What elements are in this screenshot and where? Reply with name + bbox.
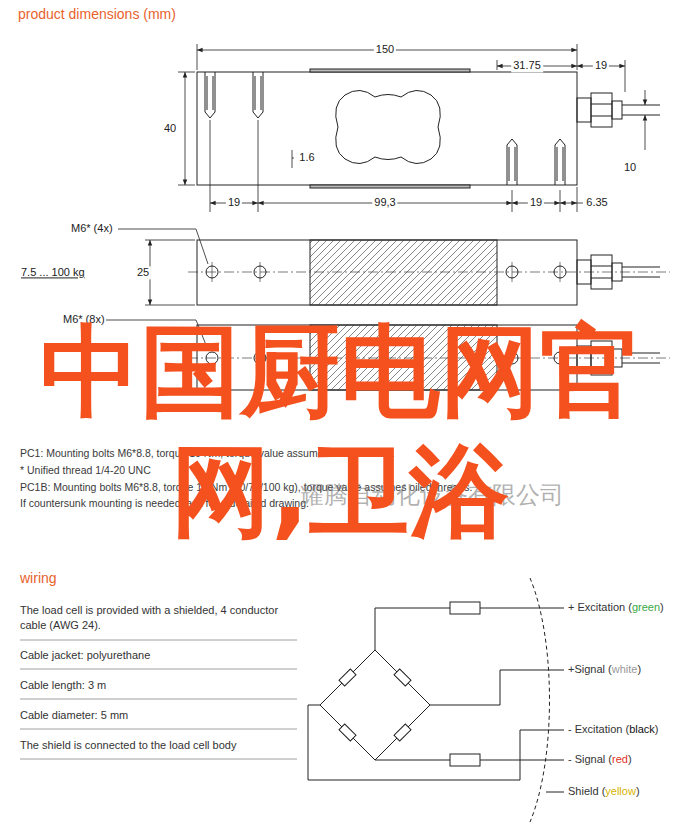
signal-text: ) xyxy=(655,723,659,735)
bridge-circuit-part xyxy=(394,724,411,741)
plan-view-part xyxy=(118,229,208,264)
table-rules-part xyxy=(20,640,297,759)
side-view-part xyxy=(507,139,517,185)
dimension-lines-part xyxy=(560,203,577,204)
section-heading: wiring xyxy=(20,570,57,587)
dimension: 19 xyxy=(528,196,544,209)
plan-view-part xyxy=(310,240,497,305)
plan-view-part xyxy=(591,255,612,289)
thread-callout: M6* (4x) xyxy=(70,222,114,235)
dimension-lines-part xyxy=(645,115,646,132)
side-view-part xyxy=(612,101,622,119)
plan-view-part xyxy=(591,266,612,278)
bridge-circuit-part xyxy=(339,724,356,741)
plan-view-part xyxy=(197,240,577,305)
signal-text: ) xyxy=(636,785,640,797)
side-view-part xyxy=(310,69,470,72)
wire-colour: black xyxy=(629,723,655,735)
bridge-circuit xyxy=(308,578,564,822)
table-cell: The load cell is provided with a shielde… xyxy=(20,603,298,633)
side-view-part xyxy=(555,139,565,185)
plan-view-part xyxy=(145,240,195,305)
side-view-part xyxy=(591,104,612,116)
dimension: 150 xyxy=(374,43,396,56)
capacity-range: 7.5 ... 100 kg xyxy=(20,266,86,279)
dimension-lines-part xyxy=(645,132,646,150)
dimension-lines-part xyxy=(178,72,195,185)
bridge-circuit-part xyxy=(308,705,564,780)
signal-text: Shield ( xyxy=(568,785,605,797)
table-cell: Cable jacket: polyurethane xyxy=(20,648,298,663)
dimension-lines-part xyxy=(210,120,577,212)
side-view-part xyxy=(310,185,470,188)
wire-colour: white xyxy=(612,663,638,675)
dimension: 19 xyxy=(226,196,242,209)
dimension-lines-part xyxy=(645,90,646,105)
signal-name: + Excitation (green) xyxy=(568,601,664,614)
dimension: 6.35 xyxy=(584,196,609,209)
wire-colour: yellow xyxy=(605,785,636,797)
side-view-part xyxy=(253,72,263,118)
side-view xyxy=(197,69,660,188)
bridge-circuit-part xyxy=(394,669,411,686)
signal-text: + Excitation ( xyxy=(568,601,632,613)
signal-text: +Signal ( xyxy=(568,663,612,675)
note-line: * Unified thread 1/4-20 UNC xyxy=(20,464,151,477)
side-view-part xyxy=(205,72,215,118)
side-view-part xyxy=(622,105,660,115)
page-title: product dimensions (mm) xyxy=(18,6,176,23)
bridge-circuit-part xyxy=(546,792,564,793)
signal-text: ) xyxy=(637,663,641,675)
signal-text: ) xyxy=(628,753,632,765)
dimension: 1.6 xyxy=(297,151,316,164)
signal-name: - Excitation (black) xyxy=(568,723,659,736)
side-view-part xyxy=(591,93,612,127)
bridge-circuit-part xyxy=(339,669,356,686)
plan-view-part xyxy=(212,262,560,282)
bridge-circuit-part xyxy=(430,670,564,705)
side-view-part xyxy=(197,72,577,185)
signal-text: - Excitation ( xyxy=(568,723,629,735)
plan-view-part xyxy=(577,260,591,284)
signal-text: - Signal ( xyxy=(568,753,612,765)
watermark: 中国厨电网官网,卫浴 xyxy=(15,312,665,552)
signal-name: Shield (yellow) xyxy=(568,785,640,798)
signal-name: +Signal (white) xyxy=(568,663,641,676)
dimension: 25 xyxy=(135,266,151,279)
table-cell: The shield is connected to the load cell… xyxy=(20,738,298,753)
dimension: 10 xyxy=(622,161,638,174)
side-view-part xyxy=(336,90,441,163)
dimension-lines-part xyxy=(185,72,186,185)
dimension: 31.75 xyxy=(511,59,543,72)
bridge-circuit-part xyxy=(450,754,480,766)
dimension: 99,3 xyxy=(372,196,397,209)
signal-text: ) xyxy=(660,601,664,613)
wire-colour: green xyxy=(632,601,660,613)
wire-colour: red xyxy=(612,753,628,765)
plan-view-part xyxy=(612,263,622,281)
bridge-circuit-part xyxy=(320,650,430,760)
dimension-lines-part xyxy=(292,150,294,168)
side-view-part xyxy=(577,98,591,122)
bridge-circuit-part xyxy=(450,602,480,614)
dimension-lines xyxy=(178,44,645,212)
dimension-lines-part xyxy=(497,60,625,92)
plan-view-part xyxy=(622,267,660,277)
table-cell: Cable length: 3 m xyxy=(20,678,298,693)
dimension: 40 xyxy=(162,122,178,135)
dimension-lines-part xyxy=(577,203,583,204)
signal-name: - Signal (red) xyxy=(568,753,632,766)
table-cell: Cable diameter: 5 mm xyxy=(20,708,298,723)
table-rules xyxy=(20,640,297,759)
dimension: 19 xyxy=(593,59,609,72)
bridge-circuit-part xyxy=(530,578,550,822)
